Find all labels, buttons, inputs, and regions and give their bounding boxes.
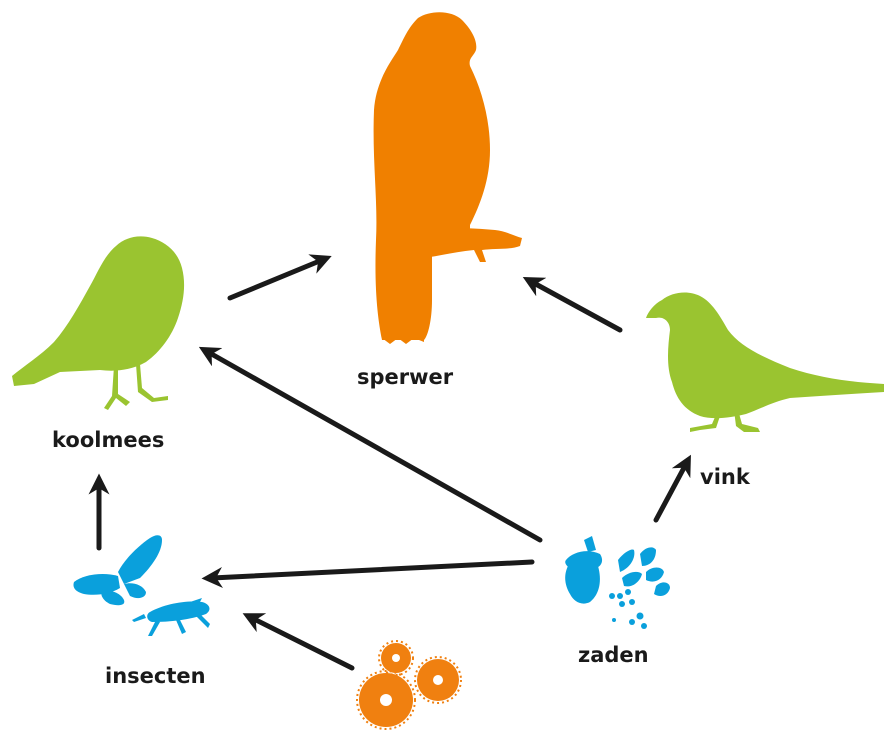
- arrow-zaden-to-vink: [656, 464, 686, 520]
- label-vink: vink: [700, 467, 750, 488]
- arrow-flowers-to-insecten: [252, 618, 352, 668]
- label-insecten: insecten: [105, 666, 206, 687]
- arrow-vink-to-sperwer: [532, 282, 620, 330]
- great-tit-icon: [12, 236, 184, 410]
- acorn-icon: [565, 536, 602, 604]
- label-zaden: zaden: [578, 645, 649, 666]
- seeds-icon: [609, 589, 647, 629]
- grasshopper-icon: [132, 598, 210, 636]
- arrow-koolmees-to-sperwer: [230, 260, 322, 298]
- label-koolmees: koolmees: [52, 430, 164, 451]
- sparrowhawk-icon: [374, 12, 522, 344]
- label-sperwer: sperwer: [357, 367, 453, 388]
- flowers-icon: [357, 641, 461, 729]
- leaves-icon: [618, 547, 670, 596]
- arrow-zaden-to-insecten: [212, 562, 532, 578]
- finch-icon: [646, 293, 884, 432]
- butterfly-icon: [73, 535, 162, 605]
